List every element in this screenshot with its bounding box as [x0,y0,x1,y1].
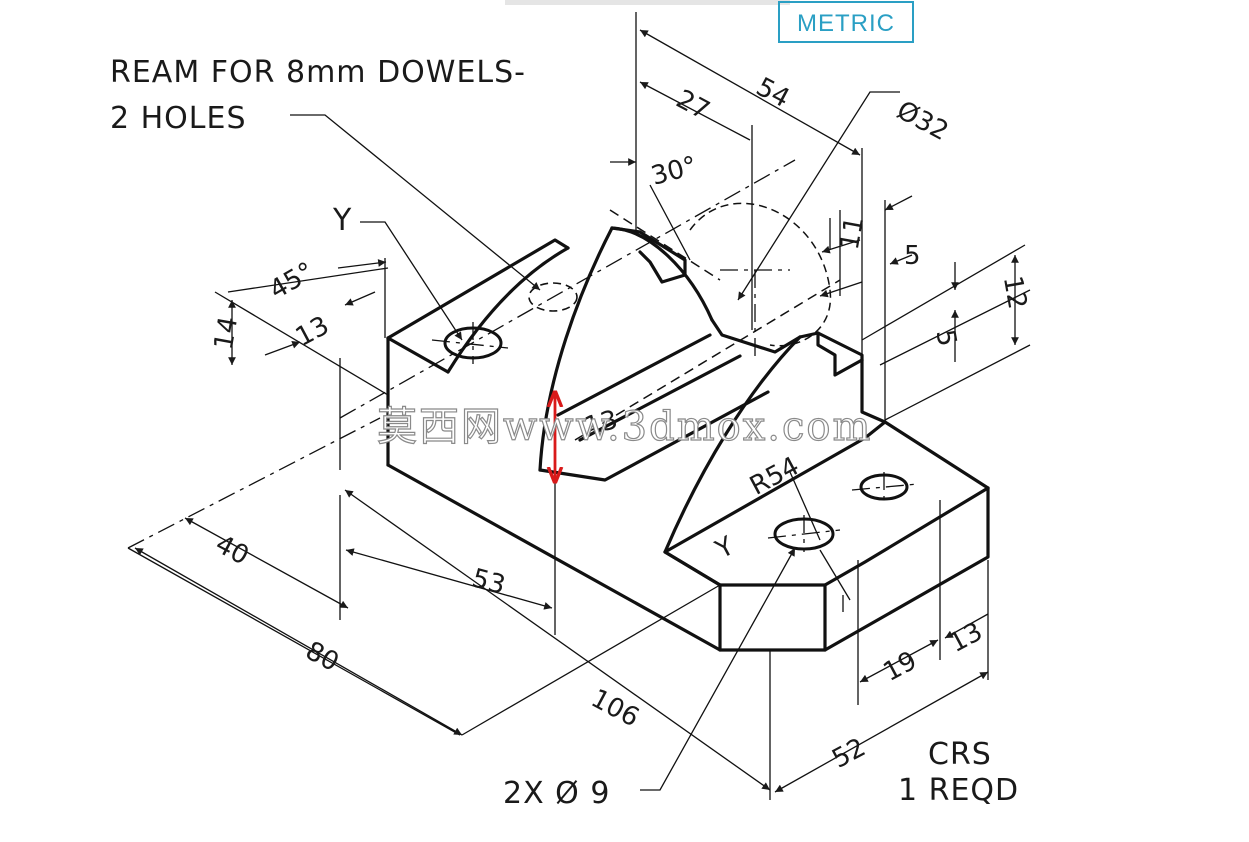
dim-30deg: 30° [648,151,700,192]
dim-13-left: 13 [291,311,334,353]
dim-11: 11 [835,214,870,252]
hidden-edge-1 [574,279,841,441]
dim-45deg: 45° [264,257,319,306]
ream-note-line1: REAM FOR 8mm DOWELS- [110,55,526,90]
hidden-lines [127,159,919,552]
holes-note: 2X Ø 9 [503,776,610,811]
dim-106: 106 [586,684,644,734]
y-label-face: Y [710,531,739,565]
dim-13-right: 13 [944,617,987,659]
quantity-note: 1 REQD [898,773,1019,808]
dim-12: 12 [997,274,1032,312]
dim-5-top: 5 [904,241,921,271]
hidden-circle-32 [689,202,832,347]
dim-r54: R54 [745,451,804,502]
hidden-edge-2 [609,209,721,281]
top-strip [505,0,790,5]
dim-dia32: Ø32 [892,95,953,147]
watermark: 莫西网www.3dmox.com [377,404,872,450]
metric-badge: METRIC [797,10,895,37]
dim-53: 53 [469,563,509,601]
dim-80: 80 [300,636,343,678]
dim-27: 27 [671,84,714,126]
dim-52: 52 [827,733,870,775]
dim-14: 14 [209,314,244,352]
dim-54: 54 [751,72,794,114]
ream-note-line2: 2 HOLES [110,101,247,136]
y-label-top: Y [332,203,352,238]
dimension-lines [127,12,1031,800]
hidden-dowel-hole [528,282,578,312]
dim-5-side: 5 [929,327,961,349]
material-note: CRS [928,737,992,772]
